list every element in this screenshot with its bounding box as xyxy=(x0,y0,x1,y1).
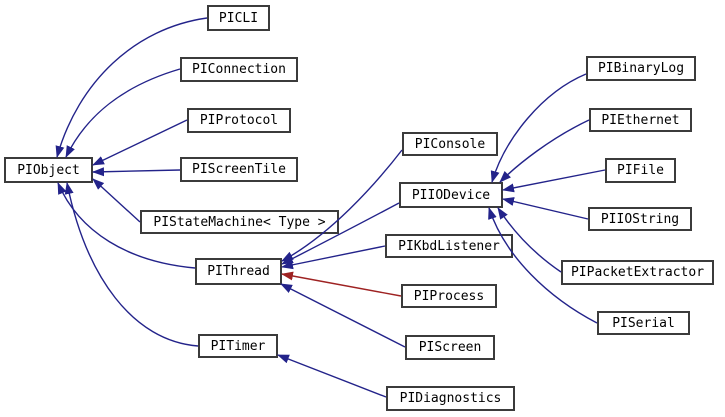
class-node-label: PIStateMachine< Type > xyxy=(153,214,326,230)
class-node-label: PICLI xyxy=(218,10,259,26)
class-node-piiostring[interactable]: PIIOString xyxy=(588,207,692,231)
class-node-piconnection[interactable]: PIConnection xyxy=(180,57,298,82)
class-node-label: PIEthernet xyxy=(601,112,680,128)
class-node-piconsole[interactable]: PIConsole xyxy=(402,132,498,156)
class-node-pipacketextractor[interactable]: PIPacketExtractor xyxy=(561,260,714,285)
class-node-label: PITimer xyxy=(210,338,266,354)
class-node-label: PIProcess xyxy=(413,288,485,304)
class-node-piscreentile[interactable]: PIScreenTile xyxy=(180,157,298,182)
class-node-label: PIKbdListener xyxy=(398,238,500,254)
class-node-label: PIPacketExtractor xyxy=(570,265,705,280)
class-node-label: PIIODevice xyxy=(411,187,491,203)
class-node-piiodevice[interactable]: PIIODevice xyxy=(399,182,503,208)
class-node-label: PIProtocol xyxy=(199,113,279,128)
class-node-piserial[interactable]: PISerial xyxy=(597,311,690,335)
class-node-pitimer[interactable]: PITimer xyxy=(198,334,278,358)
class-node-piobject[interactable]: PIObject xyxy=(4,157,93,183)
class-node-piscreen[interactable]: PIScreen xyxy=(405,335,495,360)
class-node-label: PIBinaryLog xyxy=(597,61,685,76)
class-node-pifile[interactable]: PIFile xyxy=(605,158,676,183)
class-node-label: PIObject xyxy=(17,162,80,178)
class-node-pistatemachine[interactable]: PIStateMachine< Type > xyxy=(140,210,339,234)
class-node-label: PIFile xyxy=(617,163,664,178)
class-node-label: PIScreen xyxy=(418,340,482,355)
class-node-label: PIScreenTile xyxy=(192,162,286,177)
class-node-picli[interactable]: PICLI xyxy=(207,5,270,31)
class-node-label: PIConnection xyxy=(192,62,286,77)
class-node-pikbdlistener[interactable]: PIKbdListener xyxy=(385,234,513,258)
class-node-label: PIIOString xyxy=(600,211,680,227)
class-node-label: PISerial xyxy=(612,315,675,331)
class-node-piethernet[interactable]: PIEthernet xyxy=(589,108,692,132)
class-node-pithread[interactable]: PIThread xyxy=(195,258,282,285)
class-node-pibinarylog[interactable]: PIBinaryLog xyxy=(586,56,696,81)
class-node-pidiagnostics[interactable]: PIDiagnostics xyxy=(386,386,515,411)
class-node-label: PIConsole xyxy=(414,136,486,152)
class-node-label: PIThread xyxy=(207,264,270,279)
class-node-piprocess[interactable]: PIProcess xyxy=(401,284,497,308)
class-node-label: PIDiagnostics xyxy=(399,391,502,406)
class-node-piprotocol[interactable]: PIProtocol xyxy=(187,108,291,133)
